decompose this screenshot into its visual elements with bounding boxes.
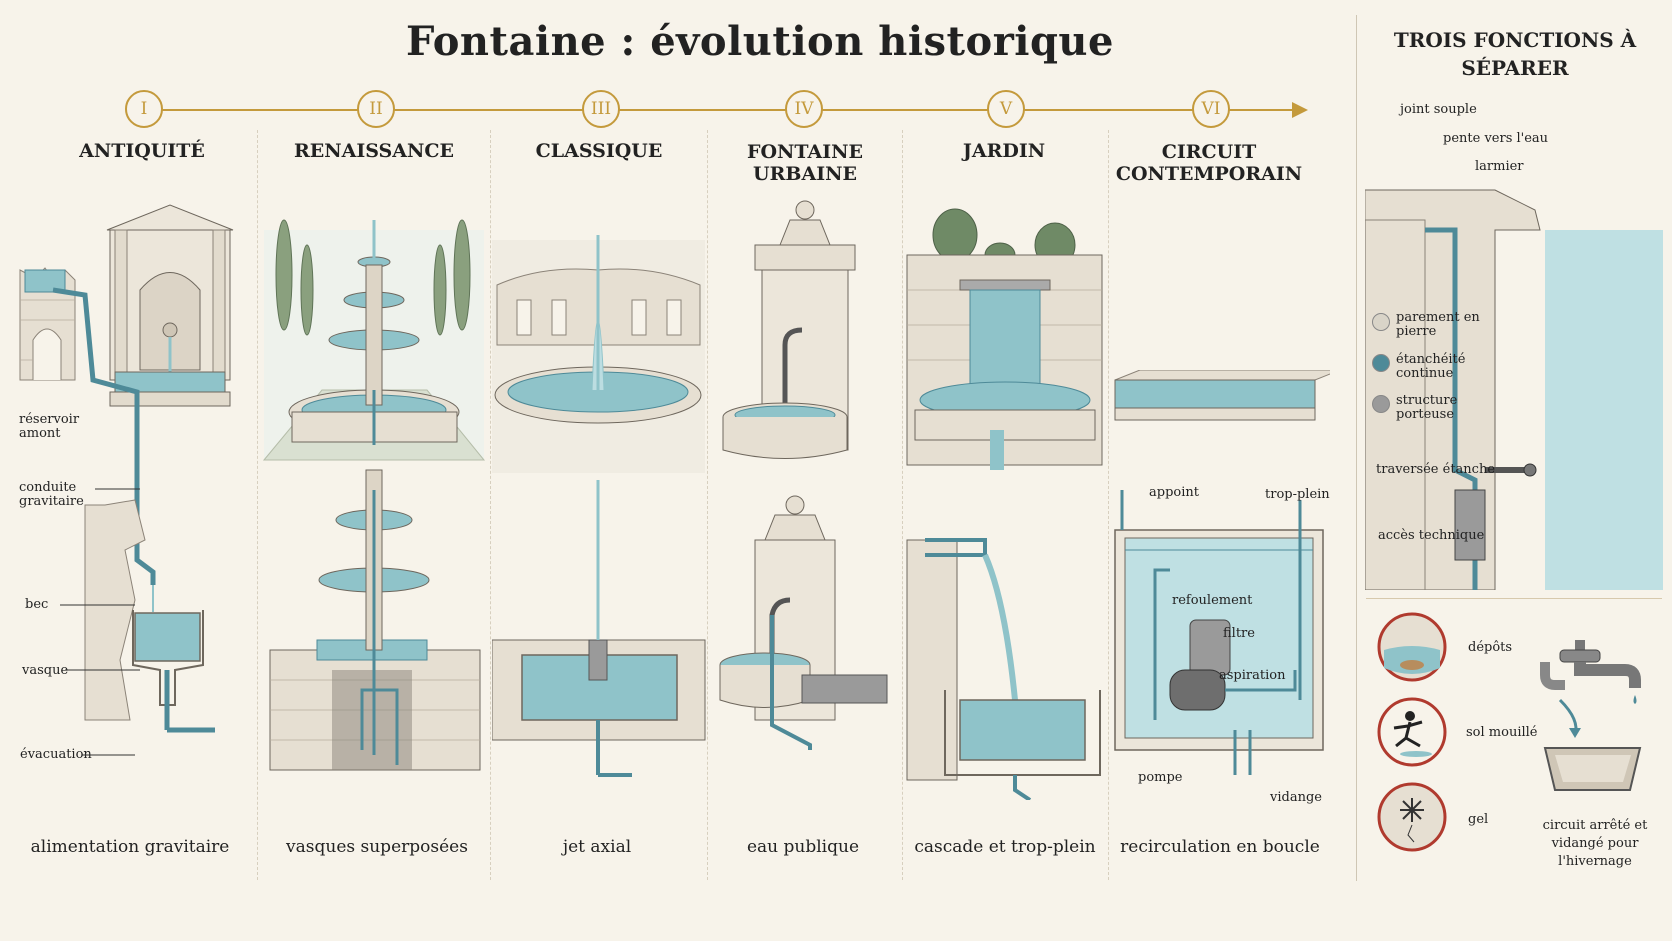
page-title: Fontaine : évolution historique (406, 18, 1114, 65)
column-separator (902, 130, 903, 880)
timeline-marker-1: I (125, 90, 163, 128)
fontaine-urbaine-illustration (719, 200, 888, 750)
label-joint-souple: joint souple (1400, 102, 1477, 117)
sidebar-title: TROIS FONCTIONS À SÉPARER (1393, 28, 1637, 80)
winter-caption: circuit arrêté et vidangé pour l'hiverna… (1542, 818, 1648, 869)
timeline-marker-4: IV (785, 90, 823, 128)
deposits-icon (1377, 612, 1447, 682)
caption-jardin: cascade et trop-plein (914, 837, 1096, 857)
legend-swatch-structure (1372, 395, 1390, 413)
sidebar-divider (1356, 15, 1357, 881)
label-conduite-gravitaire: conduite gravitaire (19, 480, 84, 509)
label-refoulement: refoulement (1172, 593, 1253, 608)
risk-label-depots: dépôts (1468, 640, 1513, 655)
period-title-antiquite: ANTIQUITÉ (79, 140, 205, 162)
label-acces-technique: accès technique (1378, 528, 1485, 543)
column-separator (257, 130, 258, 880)
label-filtre: filtre (1223, 626, 1255, 641)
caption-antiquite: alimentation gravitaire (30, 837, 230, 857)
winterization-illustration (1540, 640, 1642, 791)
label-vidange: vidange (1270, 790, 1322, 805)
label-pompe: pompe (1138, 770, 1183, 785)
legend-label-parement: parement en pierre (1396, 310, 1480, 339)
label-vasque: vasque (22, 663, 69, 678)
jardin-illustration (906, 208, 1103, 800)
period-title-circuit-contemporain: CIRCUIT CONTEMPORAIN (1115, 141, 1303, 185)
label-appoint: appoint (1149, 485, 1199, 500)
antiquite-leader-lines (60, 488, 140, 756)
caption-renaissance: vasques superposées (286, 837, 468, 857)
timeline-marker-6: VI (1192, 90, 1230, 128)
label-bec: bec (25, 597, 49, 612)
period-title-fontaine-urbaine: FONTAINE URBAINE (747, 141, 863, 185)
caption-classique: jet axial (562, 837, 632, 857)
legend-label-structure: structure porteuse (1396, 393, 1458, 422)
legend-label-etancheite: étanchéité continue (1396, 352, 1466, 381)
legend-swatch-etancheite (1372, 354, 1390, 372)
column-separator (707, 130, 708, 880)
column-separator (1108, 130, 1109, 880)
slip-icon (1377, 697, 1447, 767)
period-title-renaissance: RENAISSANCE (293, 140, 454, 162)
circuit-contemporain-illustration (1114, 370, 1330, 775)
frost-icon (1377, 782, 1447, 852)
sidebar-separator (1366, 598, 1662, 599)
risk-label-gel: gel (1468, 812, 1489, 827)
label-reservoir-amont: réservoir amont (19, 412, 80, 441)
wall-detail-illustration (1365, 189, 1663, 590)
timeline-marker-3: III (582, 90, 620, 128)
classique-illustration (492, 235, 706, 777)
period-title-classique: CLASSIQUE (535, 140, 663, 162)
label-evacuation: évacuation (20, 747, 92, 762)
timeline-marker-5: V (987, 90, 1025, 128)
label-traversee-etanche: traversée étanche (1376, 462, 1496, 477)
risk-label-sol-mouille: sol mouillé (1466, 725, 1538, 740)
column-separator (490, 130, 491, 880)
period-title-jardin: JARDIN (962, 140, 1046, 162)
caption-circuit-contemporain: recirculation en boucle (1120, 837, 1320, 857)
label-larmier: larmier (1475, 159, 1524, 174)
renaissance-illustration (262, 219, 486, 771)
caption-fontaine-urbaine: eau publique (746, 837, 860, 857)
timeline-marker-2: II (357, 90, 395, 128)
label-pente-vers-eau: pente vers l'eau (1443, 131, 1549, 146)
label-aspiration: aspiration (1219, 668, 1286, 683)
risk-icons (1377, 612, 1447, 852)
timeline-arrow (1292, 102, 1308, 118)
label-trop-plein: trop-plein (1265, 487, 1330, 502)
legend-swatch-parement (1372, 313, 1390, 331)
timeline-line (155, 109, 1295, 111)
antiquite-illustration (19, 204, 234, 733)
